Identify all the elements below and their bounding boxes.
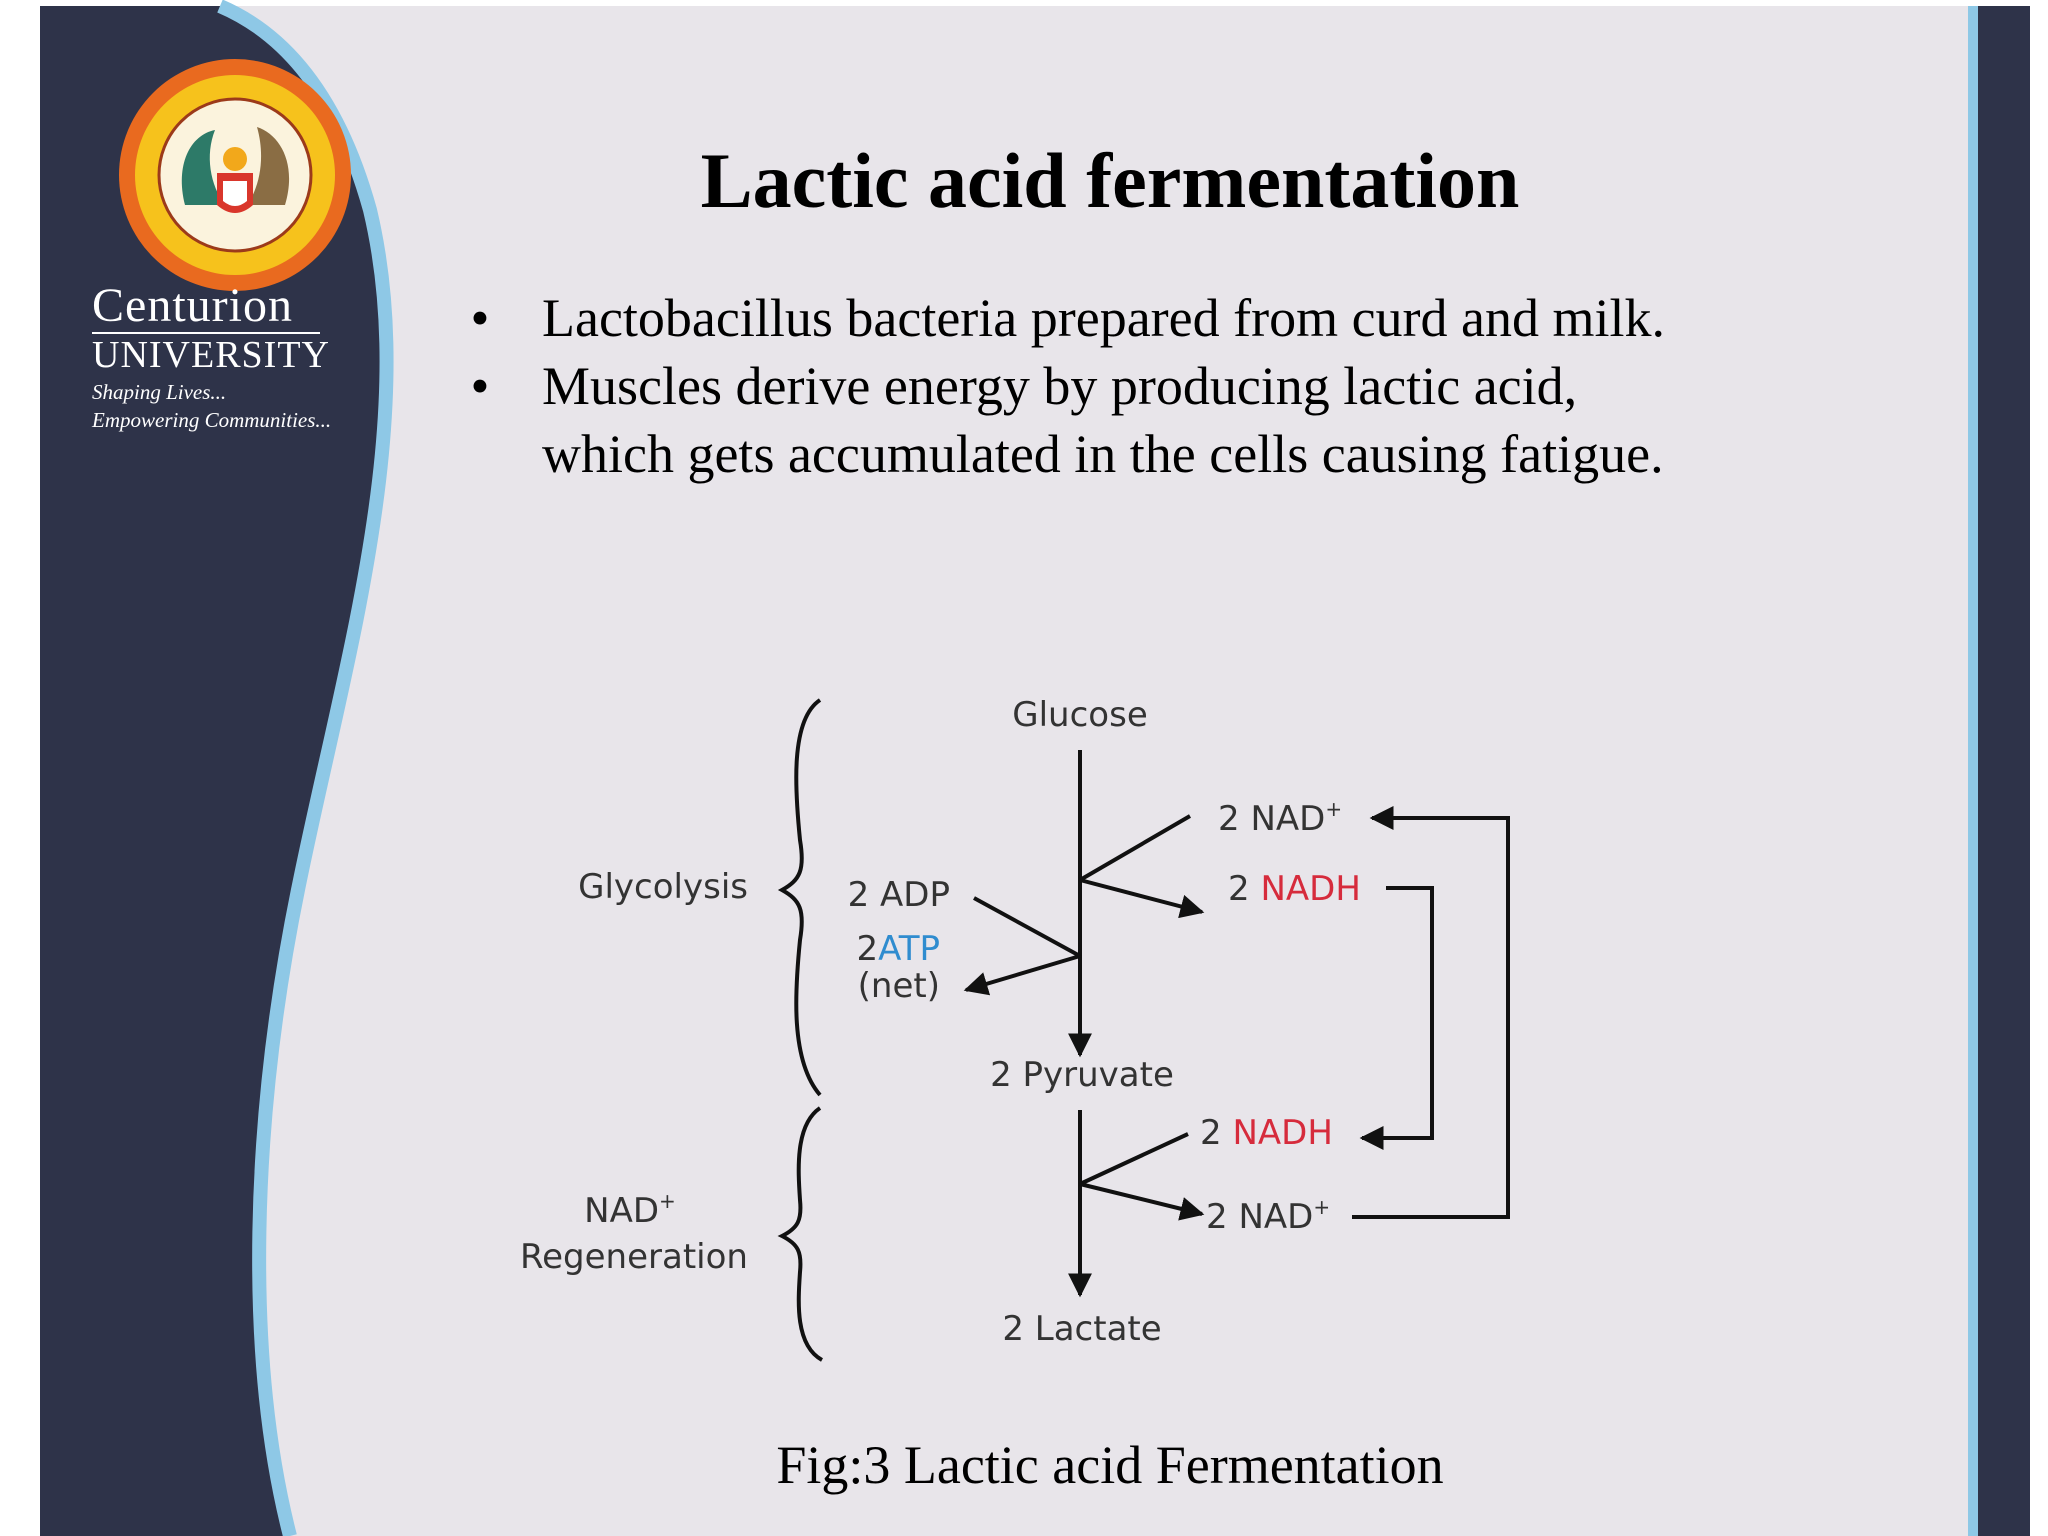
adp-label: 2 ADP [848,875,950,915]
bullet-list: • Lactobacillus bacteria prepared from c… [460,284,1700,488]
glucose-label: Glucose [1012,695,1147,735]
regen-nad-text: NAD [584,1191,659,1231]
atp-out-arrow [963,954,1081,996]
nad-in-line [1078,814,1192,882]
bullet-dot: • [470,288,490,348]
bullet-item: • Lactobacillus bacteria prepared from c… [460,284,1700,352]
bullet-text: Lactobacillus bacteria prepared from cur… [542,288,1666,348]
atp-prefix: 2 [856,929,878,969]
figure-caption: Fig:3 Lactic acid Fermentation [776,1435,1444,1495]
nad-top-label: 2 NAD+ [1218,797,1342,839]
nadh-bottom-prefix: 2 [1200,1113,1232,1153]
nadh-bottom-label: 2 NADH [1200,1113,1333,1153]
atp-word: ATP [878,929,940,969]
nad-bottom-text: 2 NAD [1206,1197,1313,1237]
nadh-out-arrow [1079,878,1205,919]
regeneration-brace [777,1106,824,1362]
nadh-bottom-word: NADH [1232,1113,1332,1153]
nadh-recycle-loop [1359,886,1434,1150]
regeneration-label-line1: NAD+ [584,1189,676,1231]
atp-label: 2ATP [856,929,940,969]
atp-net-label: (net) [858,966,940,1006]
adp-in-line [973,896,1081,958]
bullet-item: • Muscles derive energy by producing lac… [460,352,1700,488]
nadh-in-line [1079,1132,1189,1186]
nadh-top-prefix: 2 [1228,869,1260,909]
glycolysis-brace [777,698,822,1097]
tagline-line-2: Empowering Communities... [92,408,332,432]
slide-title: Lactic acid fermentation [700,137,1520,224]
left-margin [0,0,40,1536]
regeneration-label-line2: Regeneration [520,1237,748,1277]
brand-university: UNIVERSITY [92,334,330,376]
nad-top-text: 2 NAD [1218,799,1325,839]
regen-nad-sup: + [659,1189,676,1213]
lactate-label: 2 Lactate [1002,1309,1161,1349]
university-seal-logo [119,59,351,291]
nad-bottom-sup: + [1313,1195,1330,1219]
nadh-top-label: 2 NADH [1228,869,1361,909]
nad-out-arrow [1079,1182,1205,1221]
nad-top-sup: + [1325,797,1342,821]
nad-bottom-label: 2 NAD+ [1206,1195,1330,1237]
right-stripe-dark [1978,6,2030,1536]
brand-name-underline [92,332,320,334]
glycolysis-label: Glycolysis [578,867,748,907]
content-panel [40,6,1978,1536]
tagline-line-1: Shaping Lives... [92,380,227,404]
bullet-text: Muscles derive energy by producing lacti… [542,356,1664,484]
nad-recycle-loop [1352,806,1510,1219]
pyruvate-label: 2 Pyruvate [990,1055,1174,1095]
nadh-top-word: NADH [1260,869,1360,909]
brand-name: Centurion [92,279,293,332]
bullet-dot: • [470,356,490,416]
right-stripe-light [1968,6,1978,1536]
